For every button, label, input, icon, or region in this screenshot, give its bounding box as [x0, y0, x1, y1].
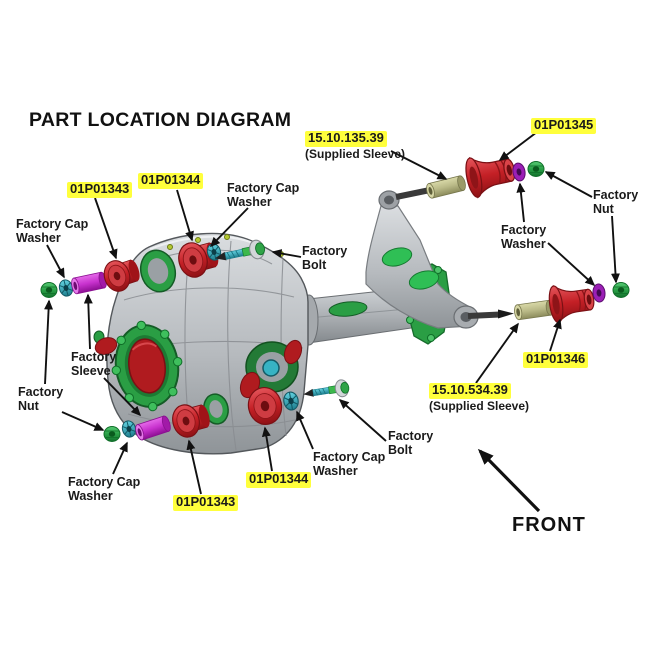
arrow-washer-right-up	[516, 182, 526, 223]
note-supplied-sleeve-top: (Supplied Sleeve)	[305, 146, 406, 161]
arrow-nut-right-down	[610, 215, 620, 284]
part-number-01P01344-bottom: 01P01344	[246, 471, 312, 488]
label-supplied-sleeve-top: 15.10.135.39 (Supplied Sleeve)	[305, 130, 406, 161]
green-nut-bottom-right	[612, 282, 630, 298]
arrow-sleeve-up	[83, 293, 93, 350]
part-number-01P01345: 01P01345	[531, 117, 597, 134]
hub-red-bracket-right	[283, 339, 303, 365]
front-label: FRONT	[512, 514, 586, 536]
olive-supplied-sleeve-bottom	[513, 299, 555, 321]
magenta-sleeve-top	[69, 271, 109, 295]
arrow-01P01346	[549, 318, 562, 352]
label-supplied-sleeve-bottom: 15.10.534.39 (Supplied Sleeve)	[429, 382, 530, 413]
arrow-01P01343-top	[94, 197, 118, 260]
label-01P01344-top: 01P01344	[138, 172, 204, 189]
arrow-01P01344-top	[176, 189, 194, 242]
green-nut-top-right	[527, 161, 545, 177]
output-hub	[239, 339, 303, 399]
arrow-01P01343-bottom	[186, 439, 202, 495]
housing-red-disc	[94, 337, 118, 355]
arrow-01P01345	[498, 131, 538, 161]
page-title: PART LOCATION DIAGRAM	[29, 109, 292, 131]
label-factory-cap-washer-bottom-left: Factory Cap Washer	[68, 475, 141, 504]
label-factory-bolt-bottom: Factory Bolt	[388, 429, 434, 458]
label-01P01346: 01P01346	[523, 351, 589, 368]
arrow-nut-left-up	[44, 299, 54, 385]
red-bushing-01P01346	[546, 280, 597, 324]
part-number-01P01346: 01P01346	[523, 351, 589, 368]
arrow-cap-washer-bottom-mid	[296, 410, 314, 450]
note-supplied-sleeve-bottom: (Supplied Sleeve)	[429, 398, 530, 413]
arrow-01P01344-bottom	[261, 426, 273, 472]
part-number-15-10-534-39: 15.10.534.39	[429, 382, 511, 399]
arm-green-pad-2	[408, 270, 440, 290]
label-factory-cap-washer-left: Factory Cap Washer	[16, 217, 89, 246]
arm-green-pad-1	[381, 247, 413, 267]
tube-green-plate	[328, 301, 368, 317]
part-number-15-10-135-39: 15.10.135.39	[305, 130, 387, 147]
label-factory-nut-right: Factory Nut	[593, 188, 639, 217]
part-number-01P01343-top: 01P01343	[67, 181, 133, 198]
part-number-01P01343-bottom: 01P01343	[173, 494, 239, 511]
hub-teal-center	[262, 359, 280, 377]
label-factory-nut-left: Factory Nut	[18, 385, 64, 414]
factory-bolt-bottom	[301, 378, 351, 404]
label-factory-washer-right: Factory Washer	[501, 223, 547, 252]
arrow-washer-right-down	[547, 242, 596, 287]
arrow-supplied-sleeve-top	[390, 150, 448, 180]
stud-lower	[467, 309, 514, 319]
part-number-01P01344-top: 01P01344	[138, 172, 204, 189]
label-01P01345: 01P01345	[531, 117, 597, 134]
arrow-bolt-bottom	[338, 399, 387, 442]
red-bushing-01P01345	[462, 148, 520, 200]
mounting-bracket-arm	[365, 190, 479, 329]
label-factory-sleeve: Factory Sleeve	[71, 350, 117, 379]
green-nut-bottom-left	[103, 426, 121, 442]
arrow-cap-washer-bottom-left	[112, 441, 128, 475]
label-factory-cap-washer-top-mid: Factory Cap Washer	[227, 181, 300, 210]
arrow-sleeve-down	[103, 377, 142, 417]
label-factory-cap-washer-bottom-mid: Factory Cap Washer	[313, 450, 386, 479]
leader-arrows	[44, 131, 620, 495]
label-factory-bolt-top: Factory Bolt	[302, 244, 348, 273]
arrow-bolt-top	[271, 249, 302, 258]
arrow-supplied-sleeve-bottom	[475, 322, 519, 384]
label-01P01343-top: 01P01343	[67, 181, 133, 198]
front-direction-arrow	[477, 448, 541, 513]
top-mount-green-ring	[139, 249, 177, 293]
red-bushing-01P01344-bottom	[247, 386, 283, 426]
front-flange-ring	[111, 320, 183, 412]
green-nut-top-left	[40, 282, 58, 298]
label-01P01344-bottom: 01P01344	[246, 471, 312, 488]
label-01P01343-bottom: 01P01343	[173, 494, 239, 511]
bottom-mount-green-ring	[203, 393, 229, 425]
arrow-cap-washer-left	[46, 244, 65, 279]
arrow-cap-washer-top-mid	[209, 207, 249, 248]
arrow-nut-left-down	[61, 411, 105, 431]
arrow-nut-right-up	[544, 171, 593, 198]
